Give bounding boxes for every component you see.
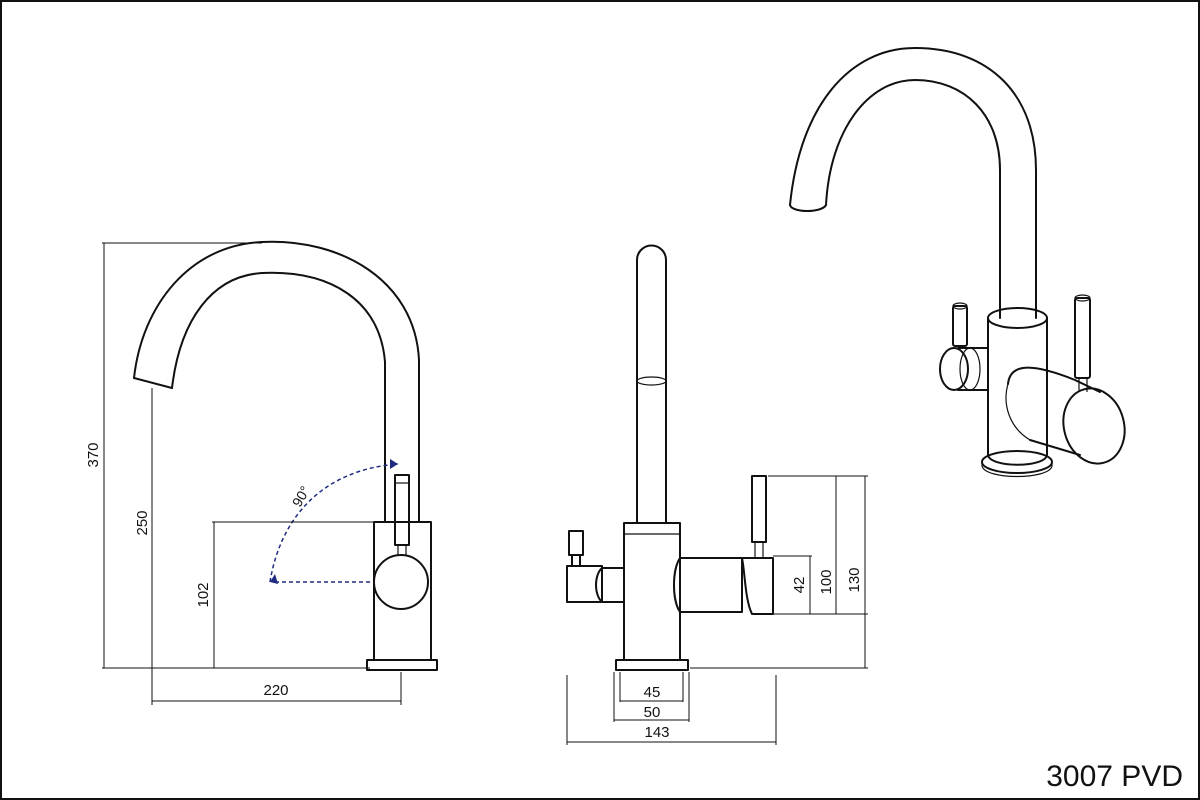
front-filter-lever xyxy=(568,530,584,556)
persp-left-lever xyxy=(952,305,968,347)
front-side-body xyxy=(673,557,743,613)
side-view: 90° 370 250 102 220 xyxy=(85,240,438,705)
persp-spout-inner xyxy=(825,79,1001,319)
side-spout-tip xyxy=(133,377,173,389)
dim-width-total: 143 xyxy=(644,724,669,741)
dim-height-body: 100 xyxy=(818,569,835,594)
persp-spout-outer xyxy=(789,47,1037,319)
dim-height-lever-front: 130 xyxy=(846,567,863,592)
lever-angle-label: 90° xyxy=(289,483,313,509)
dim-reach: 220 xyxy=(263,682,288,699)
side-base xyxy=(366,659,438,671)
persp-right-cylinder xyxy=(1007,366,1101,456)
lever-swing-arc xyxy=(269,463,399,583)
persp-left-cylinder xyxy=(957,347,989,391)
persp-right-lever xyxy=(1074,297,1091,379)
front-right-lever xyxy=(751,475,767,543)
dim-height-filter-handle: 42 xyxy=(791,577,808,594)
dim-base-inner: 45 xyxy=(644,684,661,701)
dim-base-outer: 50 xyxy=(644,704,661,721)
perspective-view xyxy=(789,47,1126,478)
side-handle-knob xyxy=(373,554,429,610)
model-label: 3007 PVD xyxy=(1046,760,1183,793)
persp-base xyxy=(981,450,1053,474)
front-spout xyxy=(636,244,667,524)
front-view: 45 50 143 42 100 130 xyxy=(566,244,868,745)
side-spout-outer xyxy=(133,240,420,523)
side-spout-inner xyxy=(171,271,386,523)
side-body xyxy=(373,521,432,661)
front-body xyxy=(623,522,681,661)
persp-spout-tip xyxy=(789,204,827,212)
dim-height-spout: 250 xyxy=(134,510,151,535)
dim-height-total: 370 xyxy=(85,442,102,467)
dim-height-lever: 102 xyxy=(195,582,212,607)
side-lever xyxy=(394,474,410,546)
front-filter-handle xyxy=(595,567,625,603)
front-base xyxy=(615,659,689,671)
